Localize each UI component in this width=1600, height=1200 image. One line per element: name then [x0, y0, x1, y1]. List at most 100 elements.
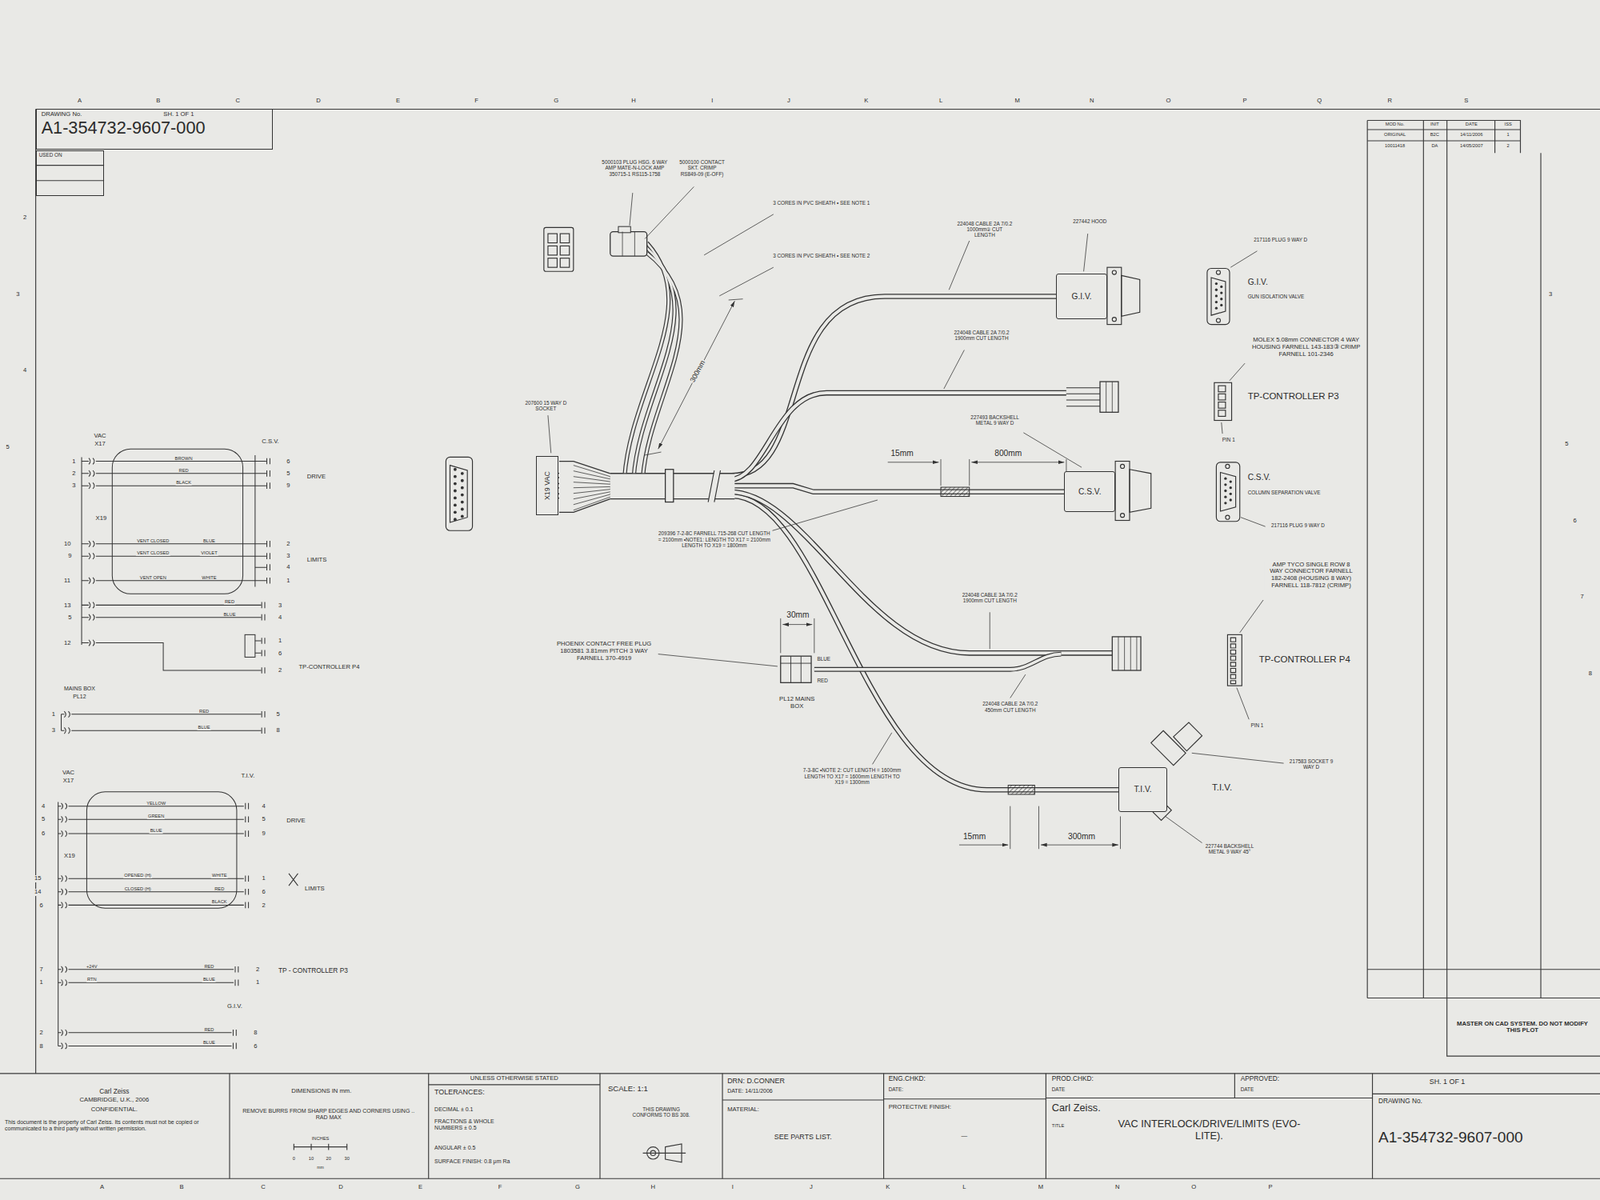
drawing-annotation: RED: [198, 708, 210, 715]
wiring-schematic: [232, 1029, 236, 1036]
leader-lines: [1229, 363, 1245, 381]
sheet-frame: [0, 108, 1600, 1179]
drawing-annotation: RED: [203, 964, 215, 970]
connector-front-views: [1218, 410, 1226, 417]
drawing-annotation: 4: [40, 803, 46, 811]
connector-front-views: [450, 465, 468, 523]
drawing-annotation: ISS: [1504, 121, 1513, 128]
drawing-annotation: 2: [71, 470, 76, 478]
drawing-annotation: 3: [277, 602, 283, 610]
drawing-annotation: Q: [1316, 97, 1323, 105]
wiring-schematic: [81, 455, 256, 645]
leader-lines: [1240, 517, 1266, 527]
connector-front-views: [560, 245, 569, 255]
drawing-annotation: D: [337, 1184, 344, 1192]
drawing-annotation: S: [1463, 97, 1469, 105]
drawing-annotation: CAMBRIDGE, U.K., 2006: [79, 1096, 151, 1104]
drawing-annotation: RED: [203, 1027, 215, 1033]
drawing-annotation: R: [1386, 97, 1393, 105]
drawing-annotation: 4: [22, 367, 28, 375]
drawing-annotation: RED: [178, 468, 190, 474]
connector-front-views: [453, 503, 457, 507]
drawing-annotation: DATE: 14/11/2006: [726, 1088, 774, 1095]
connector-front-views: [460, 514, 464, 518]
drawing-annotation: 2: [255, 966, 260, 974]
connector-front-views: [453, 510, 457, 514]
drawing-annotation: BROWN: [174, 456, 194, 462]
leader-lines: [772, 500, 878, 531]
drawing-annotation: 10: [63, 540, 72, 548]
wiring-schematic: [61, 1029, 68, 1036]
drawing-annotation: X17: [93, 440, 107, 448]
drawing-annotation: 2: [38, 1029, 44, 1037]
drawing-annotation: UNLESS OTHERWISE STATED: [469, 1075, 560, 1083]
dimension-lines: [644, 299, 1120, 850]
wiring-schematic: [81, 544, 267, 581]
drawing-annotation: PIN 1: [1250, 722, 1265, 728]
dimension-lines: [1010, 806, 1121, 850]
drawing-annotation: 8: [1588, 670, 1593, 678]
connector-front-views: [544, 227, 574, 272]
drawing-annotation: 15mm: [889, 448, 914, 459]
drawing-annotation: L: [938, 97, 944, 105]
wiring-schematic: [261, 637, 265, 644]
box-heading: SH. 1 OF 1: [163, 111, 194, 119]
drawing-annotation: This document is the property of Carl Ze…: [4, 1119, 220, 1132]
drawing-annotation: 10: [308, 1156, 315, 1162]
drawing-annotation: MASTER ON CAD SYSTEM. DO NOT MODIFY THIS…: [1450, 1020, 1596, 1036]
drawing-annotation: 10011418: [1384, 143, 1406, 149]
connector-front-views: [1151, 730, 1186, 765]
drawing-annotation: 1: [285, 577, 291, 585]
drawing-annotation: 8: [252, 1029, 258, 1037]
cable-art: [780, 656, 812, 683]
drawing-annotation: 6: [40, 830, 46, 838]
sheet-frame: [1367, 120, 1600, 1057]
drawing-annotation: INIT: [1429, 121, 1440, 128]
wiring-schematic: [61, 902, 68, 909]
drawing-annotation: 227493 BACKSHELL METAL 9 WAY D: [968, 414, 1022, 427]
cable-art: [643, 252, 681, 478]
wiring-schematic: [88, 540, 95, 548]
cable-art: [1008, 785, 1035, 795]
drawing-annotation: 14: [33, 888, 43, 896]
cable-art: [1118, 636, 1137, 671]
connector-front-views: [1218, 385, 1226, 392]
drawing-annotation: J: [808, 1184, 814, 1192]
drawing-annotation: SURFACE FINISH: 0.8 μm Ra: [433, 1158, 511, 1165]
connector-front-views: [453, 468, 457, 472]
connector-front-views: [460, 500, 464, 504]
connector-front-views: [1225, 464, 1230, 468]
cable-art: [633, 248, 675, 478]
drawing-annotation: DECIMAL ± 0.1: [433, 1106, 474, 1113]
drawing-annotation: 15: [33, 875, 43, 883]
drawing-annotation: 15mm: [962, 832, 987, 842]
used-on-box: USED ON: [36, 150, 104, 196]
drawing-annotation: 224048 CABLE 2A 7/0.2 1000mm② CUT LENGTH: [956, 220, 1014, 239]
wiring-schematic: [61, 830, 68, 837]
drawing-annotation: ENG.CHKD:: [888, 1075, 927, 1084]
drawing-annotation: WHITE: [211, 872, 228, 879]
drawing-annotation: 5000103 PLUG HSG. 6 WAY AMP MATE-N-LOCK …: [598, 159, 672, 177]
connector-front-views: [1216, 318, 1220, 323]
connector-front-views: [1224, 483, 1227, 486]
drawing-annotation: TP-CONTROLLER P4: [297, 664, 360, 672]
connector-front-views: [1215, 300, 1218, 304]
connector-front-views: [1229, 480, 1232, 483]
drawing-annotation: CONFIDENTIAL.: [90, 1106, 139, 1114]
drawing-annotation: 207600 15 WAY D SOCKET: [514, 400, 578, 412]
drawing-annotation: 14/11/2006: [1459, 132, 1484, 138]
cable-art: [559, 459, 611, 515]
connector-front-views: [1220, 297, 1223, 300]
connector-name: G.I.V.: [1071, 292, 1092, 302]
drawing-annotation: ORIGINAL: [1383, 132, 1407, 138]
cable-art: [643, 252, 681, 478]
drawing-annotation: BLUE: [197, 724, 212, 731]
connector-front-views: [1224, 501, 1227, 504]
connector-front-views: [1225, 515, 1230, 520]
connector-front-views: [460, 472, 464, 476]
drawing-annotation: BLACK: [175, 480, 192, 486]
drawing-annotation: DRAWING No.: [1377, 1097, 1424, 1106]
connector-front-views: [1220, 472, 1236, 512]
drawing-annotation: SCALE: 1:1: [607, 1084, 649, 1093]
drawing-annotation: RED: [213, 886, 225, 892]
